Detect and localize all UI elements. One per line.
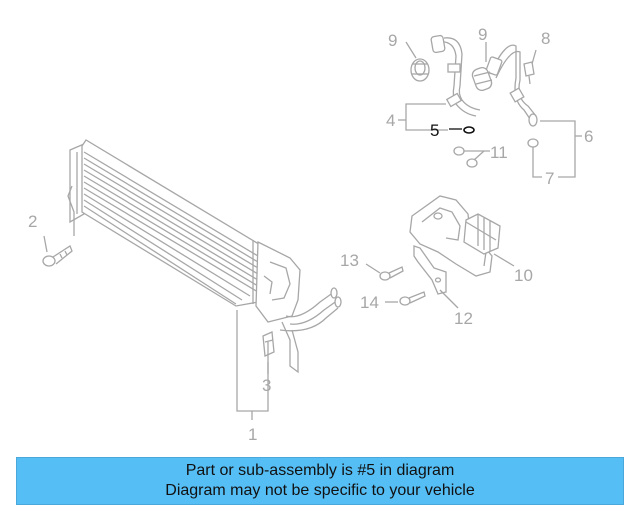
callout-13: 13 [340,251,359,270]
banner-line-part-number: Part or sub-assembly is #5 in diagram [185,462,455,479]
bolt-part-13 [379,266,404,281]
callout-14: 14 [360,293,379,312]
o-ring-part-5 [463,126,475,134]
oil-cooler-part-1 [67,139,342,374]
parts-diagram: 1 2 3 4 5 6 7 8 9 9 10 11 12 13 14 [28,25,593,444]
callout-9-left: 9 [388,31,397,50]
callout-7: 7 [545,169,554,188]
fitting-part-8 [523,61,535,85]
callout-6: 6 [584,127,593,146]
o-rings-part-11 [453,146,478,168]
callout-1: 1 [248,425,257,444]
bolt-part-2 [42,245,73,267]
callout-11: 11 [490,143,508,162]
callout-3: 3 [262,376,271,395]
adapter-part-10 [409,195,501,277]
callout-12: 12 [454,309,473,328]
callout-9-right: 9 [478,25,487,44]
cooler-hose-part-4 [430,34,538,127]
callout-2: 2 [28,212,37,231]
insulator-part-9-right [471,66,493,92]
callout-8: 8 [541,29,550,48]
callout-4: 4 [386,111,395,130]
bolt-part-14 [399,291,426,306]
o-ring-part-7 [527,138,539,148]
callout-numbers: 1 2 3 4 5 6 7 8 9 9 10 11 12 13 14 [28,25,593,444]
callout-10: 10 [514,266,533,285]
info-banner: Part or sub-assembly is #5 in diagram Di… [16,457,624,505]
insulator-part-9-left [410,58,430,82]
bracket-part-12 [413,245,447,295]
callout-5: 5 [430,121,439,140]
banner-line-disclaimer: Diagram may not be specific to your vehi… [165,482,475,499]
leader-lines [43,41,582,420]
